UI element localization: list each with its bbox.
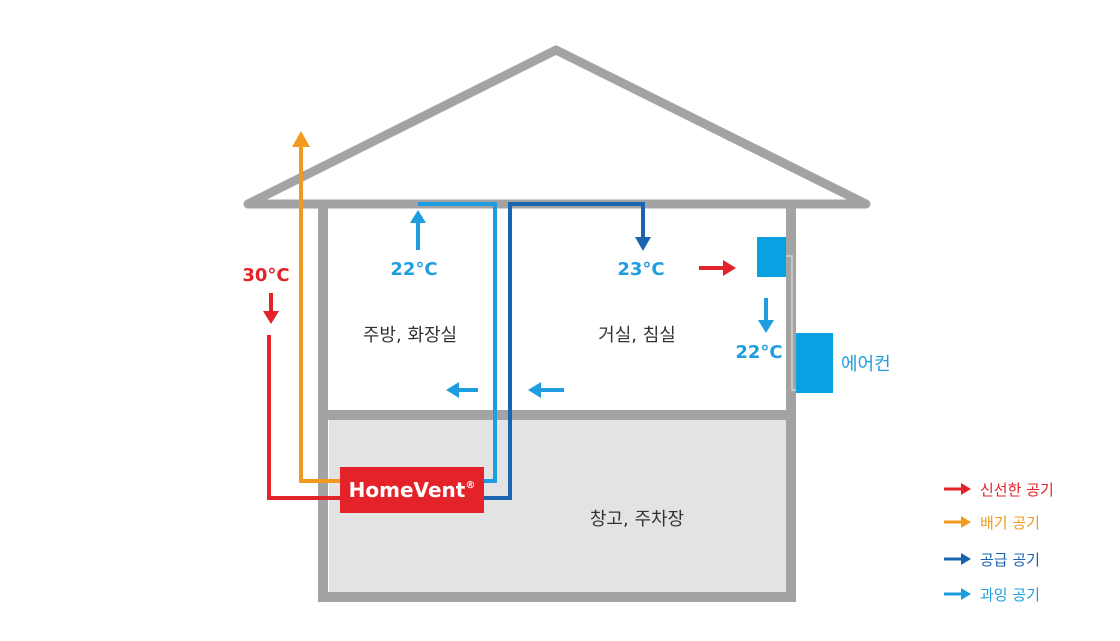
legend-item-fresh: 신선한 공기	[944, 481, 1054, 499]
storage-garage-label: 창고, 주차장	[590, 509, 684, 530]
legend-item-supply: 공급 공기	[944, 551, 1040, 569]
outdoor-temp: 30°C	[242, 265, 289, 286]
kitchen-temp: 22°C	[390, 259, 437, 280]
legend-supply-label: 공급 공기	[980, 551, 1040, 569]
aircon-down-arrowhead	[758, 320, 774, 333]
aircon-pipe	[786, 255, 798, 391]
legend-excess-label: 과잉 공기	[980, 586, 1040, 604]
legend-exhaust-arrowhead	[961, 516, 971, 528]
legend-exhaust-label: 배기 공기	[980, 514, 1040, 532]
homevent-box	[340, 467, 484, 513]
supply-arrowhead	[635, 237, 651, 251]
aircon-label: 에어컨	[841, 354, 891, 375]
legend-item-excess: 과잉 공기	[944, 586, 1040, 604]
legend-excess-arrowhead	[961, 588, 971, 600]
aircon-outdoor-unit	[796, 333, 833, 393]
living-left-arrowhead	[528, 382, 541, 398]
legend-fresh-arrowhead	[961, 483, 971, 495]
kitchen-up-arrowhead	[410, 210, 426, 223]
legend-fresh-label: 신선한 공기	[980, 481, 1054, 499]
living-temp: 23°C	[617, 259, 664, 280]
aircon-temp: 22°C	[735, 342, 782, 363]
room-heat-arrowhead	[723, 260, 736, 276]
fresh-air-line	[267, 335, 340, 500]
kitchen-bath-label: 주방, 화장실	[363, 325, 457, 346]
legend: 신선한 공기 배기 공기 공급 공기 과잉 공기	[944, 481, 1054, 604]
homevent-label: HomeVent®	[349, 478, 476, 502]
exhaust-arrowhead	[292, 131, 310, 147]
legend-supply-arrowhead	[961, 553, 971, 565]
supply-air-line	[484, 202, 645, 500]
aircon-indoor-unit	[757, 237, 786, 277]
kitchen-left-arrowhead	[446, 382, 459, 398]
excess-air-line	[418, 202, 497, 483]
fresh-air-in-arrowhead	[263, 311, 279, 324]
roof	[245, 45, 869, 209]
living-bedroom-label: 거실, 침실	[598, 325, 676, 346]
exhaust-air-line	[299, 147, 340, 483]
legend-item-exhaust: 배기 공기	[944, 514, 1040, 532]
